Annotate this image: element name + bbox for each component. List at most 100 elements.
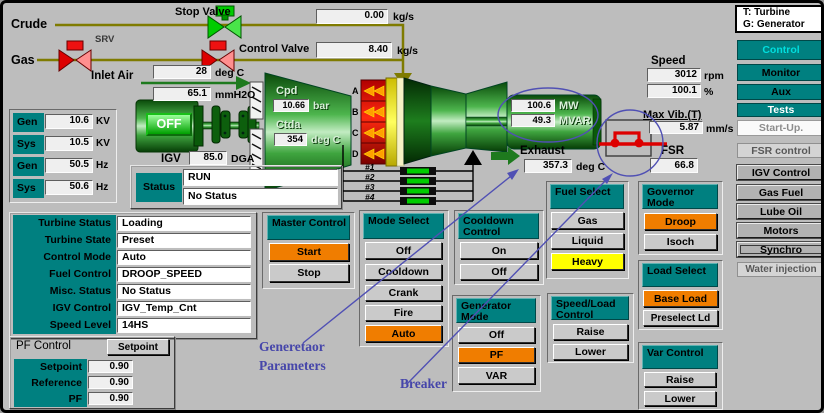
turbine-info-panel	[9, 212, 257, 339]
generator-mode-header: Generator Mode	[456, 298, 536, 323]
speed-load-raise-button[interactable]: Raise	[553, 324, 628, 340]
motor-off-button[interactable]: OFF	[146, 113, 192, 136]
generator-mvar-unit: MVAR	[559, 115, 591, 127]
governor-droop-button[interactable]: Droop	[644, 213, 717, 230]
igv-vanes-icon	[249, 81, 264, 174]
can3-label: #3	[365, 182, 375, 192]
sys-hz-label: Sys	[13, 179, 44, 198]
sidebar-item-monitor[interactable]: Monitor	[737, 64, 821, 81]
fuel-select-gas-button[interactable]: Gas	[551, 212, 624, 229]
fsr-label: FSR	[661, 145, 684, 157]
stage-a-label: A	[352, 86, 359, 96]
mode-select-auto-button[interactable]: Auto	[365, 325, 442, 342]
misc-status-label: Misc. Status	[13, 283, 116, 300]
combustor-liner	[385, 77, 398, 167]
status-label: Status	[136, 173, 182, 202]
sys-hz-value: 50.6	[45, 180, 93, 195]
sidebar-item-synchro[interactable]: Synchro	[737, 242, 821, 257]
electrical-panel	[9, 109, 117, 203]
fuel-control-value: DROOP_SPEED	[117, 267, 251, 282]
speed-rpm-value: 3012	[647, 68, 701, 82]
crude-flow-unit: kg/s	[393, 11, 415, 23]
generator-mode-var-button[interactable]: VAR	[458, 367, 535, 384]
generator-mode-pf-button[interactable]: PF	[458, 347, 535, 363]
preselect-load-button[interactable]: Preselect Ld	[643, 310, 718, 326]
gen-kv-label: Gen	[13, 113, 44, 132]
max-vib-label: Max Vib.(T)	[643, 109, 702, 121]
status-primary-value: RUN	[183, 169, 338, 186]
sidebar-item-gas-fuel[interactable]: Gas Fuel	[737, 185, 821, 200]
var-lower-button[interactable]: Lower	[644, 391, 716, 406]
fuel-select-heavy-button[interactable]: Heavy	[551, 253, 624, 270]
pf-reference-value: 0.90	[88, 376, 133, 389]
cpd-value: 10.66	[273, 99, 309, 112]
cooldown-off-button[interactable]: Off	[460, 264, 538, 280]
stage-d-label: D	[352, 149, 359, 159]
exhaust-label: Exhaust	[520, 145, 565, 157]
can4-label: #4	[365, 192, 375, 202]
igv-control-value: IGV_Temp_Cnt	[117, 301, 251, 316]
inlet-air-temp-value: 28	[153, 65, 211, 79]
crude-line-label: Crude	[11, 17, 48, 31]
fuel-control-label: Fuel Control	[13, 266, 116, 283]
master-control-stop-button[interactable]: Stop	[269, 264, 349, 282]
igv-control-label: IGV Control	[13, 300, 116, 317]
sidebar-item-motors[interactable]: Motors	[737, 223, 821, 238]
ctda-unit: deg C	[311, 134, 341, 146]
fuel-select-header: Fuel Select	[550, 184, 624, 209]
generator-mvar-value: 49.3	[511, 114, 555, 127]
pf-setpoint-button[interactable]: Setpoint	[107, 339, 169, 355]
sidebar-item-start-up[interactable]: Start-Up.	[737, 120, 821, 136]
fuel-select-liquid-button[interactable]: Liquid	[551, 233, 624, 249]
speed-percent-unit: %	[704, 86, 714, 98]
igv-unit: DGA	[231, 153, 255, 165]
combustor-dividers	[361, 100, 386, 144]
speed-load-lower-button[interactable]: Lower	[553, 344, 628, 360]
sidebar-item-water-injection[interactable]: Water injection	[737, 262, 821, 277]
cooldown-on-button[interactable]: On	[460, 242, 538, 259]
crude-flow-value: 0.00	[316, 9, 388, 24]
inlet-air-temp-unit: deg C	[215, 67, 245, 79]
combustor-liner-inner	[396, 77, 405, 167]
mode-select-off-button[interactable]: Off	[365, 242, 442, 259]
sidebar-item-tests[interactable]: Tests	[737, 103, 821, 117]
stage-c-label: C	[352, 128, 359, 138]
turbine-state-label: Turbine State	[13, 232, 116, 249]
stage-b-label: B	[352, 107, 359, 117]
generator-mw-unit: MW	[559, 100, 579, 112]
exhaust-unit: deg C	[576, 161, 606, 173]
gen-kv-value: 10.6	[45, 114, 93, 129]
stop-valve-icon	[207, 5, 242, 39]
speed-level-label: Speed Level	[13, 317, 116, 334]
sidebar-item-fsr-control[interactable]: FSR control	[737, 143, 821, 158]
master-control-start-button[interactable]: Start	[269, 243, 349, 261]
max-vib-value: 5.87	[649, 121, 703, 134]
sidebar-item-lube-oil[interactable]: Lube Oil	[737, 204, 821, 219]
annotation-breaker: Breaker	[400, 376, 447, 391]
mode-select-crank-button[interactable]: Crank	[365, 285, 442, 301]
base-load-button[interactable]: Base Load	[643, 290, 718, 307]
speed-percent-value: 100.1	[647, 84, 701, 98]
sys-hz-unit: Hz	[96, 182, 109, 193]
turbine-status-value: Loading	[117, 216, 251, 231]
sidebar-item-aux[interactable]: Aux	[737, 84, 821, 100]
speed-load-control-header: Speed/Load Control	[551, 296, 629, 321]
gen-hz-unit: Hz	[96, 160, 109, 171]
var-raise-button[interactable]: Raise	[644, 372, 716, 387]
legend-generator: G: Generator	[743, 19, 805, 30]
governor-isoch-button[interactable]: Isoch	[644, 234, 717, 250]
mode-select-cooldown-button[interactable]: Cooldown	[365, 264, 442, 280]
generator-mw-value: 100.6	[511, 99, 555, 112]
igv-value: 85.0	[189, 151, 227, 165]
mode-select-fire-button[interactable]: Fire	[365, 305, 442, 321]
cooldown-control-header: Cooldown Control	[458, 213, 539, 239]
stop-valve-label: Stop Valve	[175, 6, 231, 18]
governor-mode-panel	[638, 181, 723, 255]
breaker-box	[605, 119, 652, 157]
generator-mode-off-button[interactable]: Off	[458, 327, 535, 343]
sidebar-item-control[interactable]: Control	[737, 40, 821, 60]
inlet-air-arrow-icon	[141, 76, 251, 90]
sidebar-item-igv-control[interactable]: IGV Control	[737, 165, 821, 180]
pf-setpoint-value: 0.90	[88, 360, 133, 373]
